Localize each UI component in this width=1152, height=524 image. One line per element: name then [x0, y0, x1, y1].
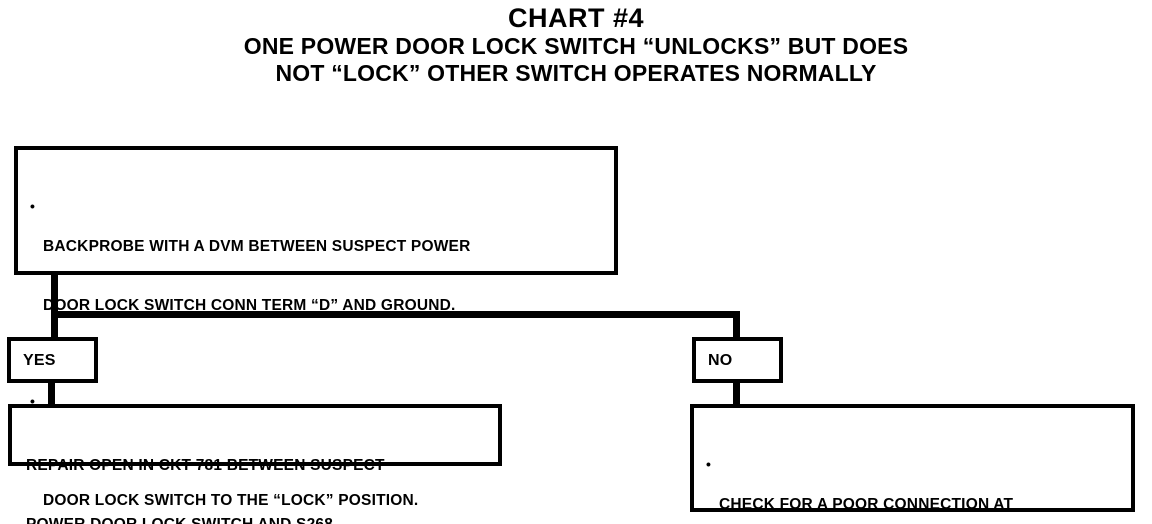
decision-prompt-item-1: BACKPROBE WITH A DVM BETWEEN SUSPECT POW…: [30, 197, 604, 354]
chart-title: CHART #4: [507, 3, 645, 33]
branch-label-no: NO: [692, 337, 783, 383]
connector-no-to-result: [733, 380, 740, 406]
no-outcome-box: CHECK FOR A POOR CONNECTION AT SUSPECT P…: [690, 404, 1135, 513]
no-outcome-list: CHECK FOR A POOR CONNECTION AT SUSPECT P…: [706, 417, 1123, 524]
chart-title-block: CHART #4 ONE POWER DOOR LOCK SWITCH “UNL…: [0, 4, 1152, 87]
branch-label-no-text: NO: [708, 352, 733, 369]
yes-outcome-text: REPAIR OPEN IN CKT 781 BETWEEN SUSPECT P…: [26, 417, 490, 524]
decision-prompt-box: BACKPROBE WITH A DVM BETWEEN SUSPECT POW…: [14, 146, 618, 509]
no-outcome-item-1-line-1: CHECK FOR A POOR CONNECTION AT: [719, 496, 1014, 513]
branch-label-yes-text: YES: [23, 352, 56, 369]
yes-outcome-line-1: REPAIR OPEN IN CKT 781 BETWEEN SUSPECT: [26, 457, 385, 474]
connector-bus-to-no: [733, 311, 740, 339]
decision-prompt-item-2-line-2: DOOR LOCK SWITCH TO THE “LOCK” POSITION.: [43, 491, 419, 509]
chart-subtitle-line-2: NOT “LOCK” OTHER SWITCH OPERATES NORMALL…: [275, 60, 877, 86]
no-outcome-item-1: CHECK FOR A POOR CONNECTION AT SUSPECT P…: [706, 455, 1123, 524]
yes-outcome-line-2: POWER DOOR LOCK SWITCH AND S268.: [26, 515, 338, 524]
decision-prompt-item-1-line-1: BACKPROBE WITH A DVM BETWEEN SUSPECT POW…: [43, 238, 471, 255]
yes-outcome-box: REPAIR OPEN IN CKT 781 BETWEEN SUSPECT P…: [8, 404, 502, 524]
decision-prompt-list: BACKPROBE WITH A DVM BETWEEN SUSPECT POW…: [30, 159, 604, 524]
branch-label-yes: YES: [7, 337, 98, 383]
decision-prompt-item-1-line-2: DOOR LOCK SWITCH CONN TERM “D” AND GROUN…: [43, 296, 456, 314]
chart-subtitle-line-1: ONE POWER DOOR LOCK SWITCH “UNLOCKS” BUT…: [243, 33, 909, 59]
